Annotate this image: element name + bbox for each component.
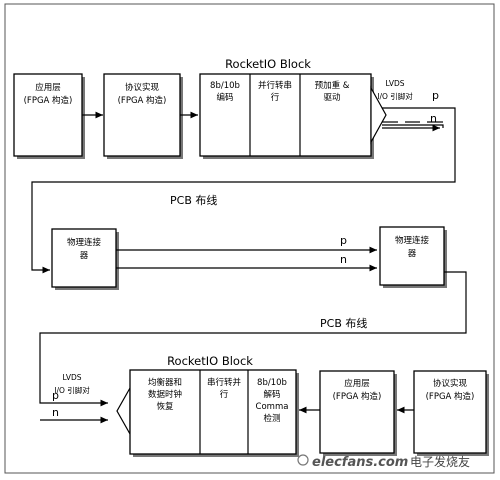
bottom-app-layer-box: 应用层 (FPGA 构造)	[319, 370, 397, 456]
decoder-line2: 解码	[263, 389, 280, 400]
top-p-label: p	[432, 89, 439, 102]
equalizer-label: 均衡器和	[148, 377, 182, 388]
bottom-app-layer-label: 应用层	[344, 378, 370, 389]
equalizer-line3: 恢复	[156, 401, 174, 412]
watermark-site: elecfans.com	[312, 455, 408, 470]
encoder-sublabel: 编码	[216, 92, 233, 103]
serializer-sublabel: 行	[271, 92, 280, 103]
encoder-label: 8b/10b	[210, 81, 240, 91]
bottom-n-label: n	[52, 406, 59, 419]
bottom-rocketio-title: RocketIO Block	[167, 354, 253, 368]
left-phy-connector-box: 物理连接 器	[51, 228, 119, 290]
left-phy-sublabel: 器	[80, 251, 89, 261]
top-p-trace	[31, 107, 456, 234]
serializer-label: 并行转串	[258, 80, 292, 91]
bottom-protocol-label: 协议实现	[433, 378, 468, 389]
pcb-routing-top-label: PCB 布线	[170, 193, 217, 207]
equalizer-line2: 数据时钟	[148, 389, 182, 400]
left-phy-label: 物理连接	[67, 237, 102, 248]
diagram-frame	[4, 3, 495, 474]
watermark-logo-icon	[297, 454, 309, 466]
top-protocol-sublabel: (FPGA 构造)	[118, 95, 167, 106]
pcb-routing-bottom-label: PCB 布线	[320, 316, 367, 330]
middle-n-label: n	[340, 253, 347, 266]
top-app-layer-box: 应用层 (FPGA 构造)	[13, 73, 85, 159]
bottom-p-trace	[39, 271, 467, 395]
deserializer-label: 串行转并	[207, 377, 242, 388]
bottom-protocol-box: 协议实现 (FPGA 构造)	[413, 370, 489, 456]
pre-emphasis-label: 预加重 &	[315, 80, 350, 91]
bottom-rocketio-block: 均衡器和 数据时钟 恢复 串行转并 行 8b/10b 解码 Comma 检测	[116, 369, 299, 457]
top-app-layer-sublabel: (FPGA 构造)	[24, 95, 73, 106]
bottom-protocol-sublabel: (FPGA 构造)	[426, 391, 475, 402]
top-rocketio-block: 8b/10b 编码 并行转串 行 预加重 & 驱动	[199, 73, 387, 159]
top-rocketio-title: RocketIO Block	[225, 57, 311, 71]
bottom-lvds-label: LVDS	[62, 373, 81, 382]
deserializer-sublabel: 行	[220, 389, 229, 400]
bottom-lvds-sublabel: I/O 引脚对	[54, 385, 90, 395]
right-phy-label: 物理连接	[395, 235, 430, 246]
top-protocol-box: 协议实现 (FPGA 构造)	[103, 73, 183, 159]
decoder-label: 8b/10b	[257, 378, 287, 388]
elecfans-watermark: elecfans.com 电子发烧友	[297, 454, 470, 470]
top-lvds-sublabel: I/O 引脚对	[377, 91, 413, 101]
right-phy-sublabel: 器	[408, 249, 417, 259]
top-n-label: n	[430, 112, 437, 125]
right-phy-connector-box: 物理连接 器	[379, 226, 447, 288]
top-lvds-label: LVDS	[385, 79, 404, 88]
decoder-line3: Comma	[256, 402, 289, 412]
bottom-p-label: p	[52, 389, 59, 402]
decoder-line4: 检测	[263, 413, 280, 424]
watermark-cn: 电子发烧友	[410, 454, 470, 469]
top-app-layer-label: 应用层	[35, 82, 61, 93]
pre-emphasis-sublabel: 驱动	[323, 92, 341, 103]
bottom-app-layer-sublabel: (FPGA 构造)	[333, 391, 382, 402]
top-protocol-label: 协议实现	[125, 82, 160, 93]
middle-p-label: p	[340, 234, 347, 247]
